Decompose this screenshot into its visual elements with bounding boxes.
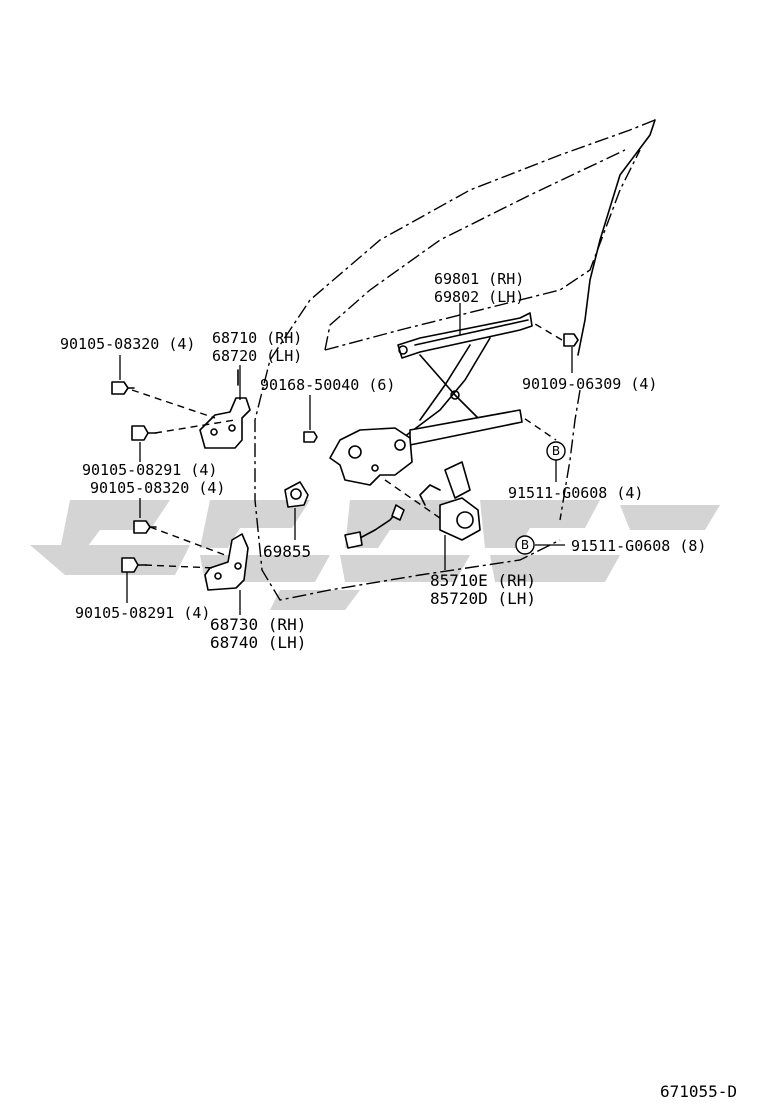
label-motor-rh: 85710E (RH) <box>430 571 536 590</box>
label-bolt-b-regulator: 91511-G0608 (4) <box>508 484 643 502</box>
bolt-icon <box>563 333 579 347</box>
bolt-icon <box>131 425 157 441</box>
grommet <box>284 481 309 508</box>
label-motor-lh: 85720D (LH) <box>430 589 536 608</box>
diagram-id: 671055-D <box>660 1082 737 1101</box>
label-grommet: 69855 <box>263 542 311 561</box>
label-leaders <box>119 303 573 615</box>
label-bolt-upper-hinge-top: 90105-08320 (4) <box>60 335 195 353</box>
label-bolt-b-motor: 91511-G0608 (8) <box>571 537 706 555</box>
window-regulator <box>329 312 533 486</box>
label-upper-hinge-rh: 68710 (RH) <box>212 329 302 347</box>
bolt-icons <box>111 333 579 573</box>
label-bolt-regulator-bracket: 90168-50040 (6) <box>260 376 395 394</box>
b-marker-regulator: B <box>546 441 566 461</box>
bolt-icon <box>303 431 318 443</box>
svg-text:B: B <box>552 444 560 458</box>
bolt-icon <box>111 381 135 395</box>
label-bolt-regulator-right: 90109-06309 (4) <box>522 375 657 393</box>
label-bolt-upper-hinge-bottom: 90105-08291 (4) <box>82 461 217 479</box>
svg-text:B: B <box>521 538 529 552</box>
label-regulator-rh: 69801 (RH) <box>434 270 524 288</box>
label-upper-hinge-lh: 68720 (LH) <box>212 347 302 365</box>
b-marker-motor: B <box>515 535 535 555</box>
bolt-leaders <box>131 317 563 569</box>
label-lower-hinge-rh: 68730 (RH) <box>210 615 306 634</box>
window-motor <box>419 461 481 541</box>
bolt-icon <box>133 520 157 534</box>
wire-harness <box>344 504 405 549</box>
lower-hinge <box>204 533 249 591</box>
upper-hinge <box>199 369 251 449</box>
label-regulator-lh: 69802 (LH) <box>434 288 524 306</box>
watermark-logo <box>30 500 720 610</box>
label-bolt-lower-hinge-bottom: 90105-08291 (4) <box>75 604 210 622</box>
label-lower-hinge-lh: 68740 (LH) <box>210 633 306 652</box>
door-outline <box>254 119 656 601</box>
label-bolt-lower-hinge-top: 90105-08320 (4) <box>90 479 225 497</box>
bolt-icon <box>121 557 147 573</box>
